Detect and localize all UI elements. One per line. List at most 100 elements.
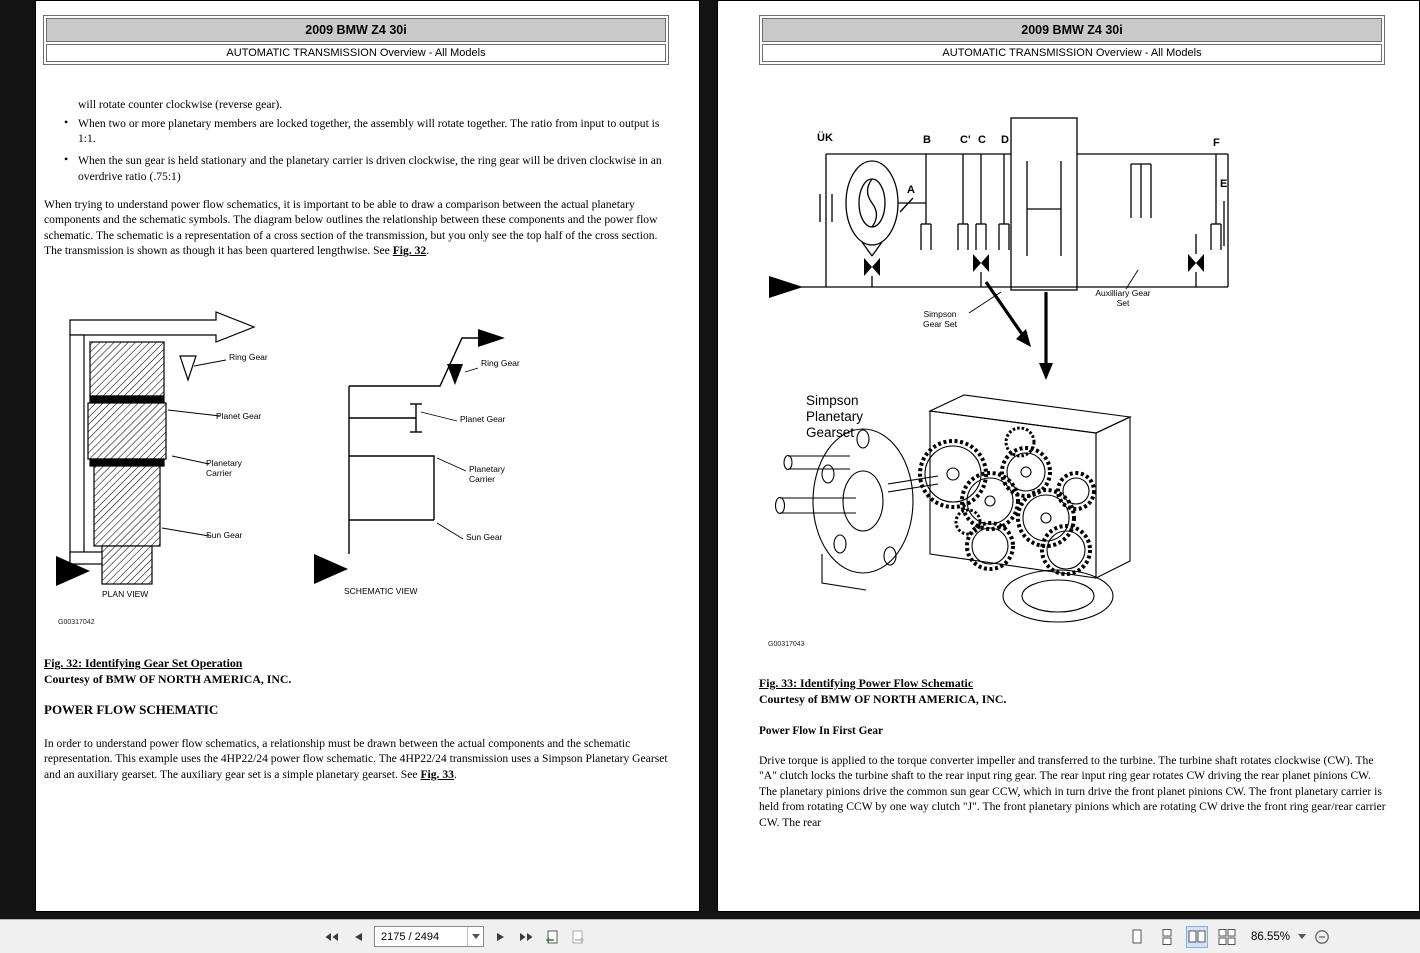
down-caret-icon	[471, 934, 480, 939]
single-page-view-button[interactable]	[1126, 926, 1148, 948]
plan-view-input-arrow	[56, 556, 90, 586]
bullet-list: When two or more planetary members are l…	[64, 115, 670, 191]
schematic-leader-lines	[420, 367, 479, 540]
plan-sun-gear-label: Sun Gear	[206, 530, 243, 540]
fig32-courtesy: Courtesy of BMW OF NORTH AMERICA, INC.	[44, 671, 292, 686]
body-text-continuation: will rotate counter clockwise (reverse g…	[78, 98, 283, 111]
clutch-letter-b: B	[923, 134, 931, 146]
page-header: 2009 BMW Z4 30i AUTOMATIC TRANSMISSION O…	[43, 15, 669, 65]
gears	[918, 426, 1096, 576]
first-page-icon	[325, 932, 338, 941]
two-page-view-icon	[1188, 930, 1206, 942]
next-view-button[interactable]	[568, 927, 588, 947]
two-page-continuous-view-icon	[1218, 928, 1236, 945]
previous-view-icon	[546, 930, 558, 943]
next-view-icon	[572, 930, 584, 943]
two-page-continuous-view-button[interactable]	[1216, 926, 1238, 948]
schematic-ring-gear-label: Ring Gear	[481, 358, 520, 368]
schematic-sun-gear-label: Sun Gear	[466, 532, 503, 542]
clutch-letter-f: F	[1213, 137, 1220, 149]
header-subtitle: AUTOMATIC TRANSMISSION Overview - All Mo…	[762, 44, 1382, 62]
clutch-letter-a: A	[907, 184, 915, 196]
zoom-dropdown-button[interactable]	[1298, 934, 1306, 939]
figure-code: G00317042	[58, 619, 95, 626]
torque-converter	[845, 160, 899, 257]
fig33-courtesy: Courtesy of BMW OF NORTH AMERICA, INC.	[759, 691, 1007, 706]
next-page-icon	[496, 932, 504, 941]
schematic-down-arrow	[447, 364, 463, 385]
continuous-view-button[interactable]	[1156, 926, 1178, 948]
header-title: 2009 BMW Z4 30i	[46, 18, 666, 42]
paragraph-text: .	[453, 767, 457, 781]
clutch-letter-c-prime: C'	[960, 134, 971, 146]
bullet-item: When the sun gear is held stationary and…	[64, 152, 670, 183]
two-page-view-button[interactable]	[1186, 925, 1208, 948]
paragraph-power-flow: In order to understand power flow schema…	[44, 736, 668, 782]
fig-33-link[interactable]: Fig. 33	[420, 767, 454, 781]
zoom-out-icon	[1315, 929, 1329, 944]
simpson-gear-set-label: Simpson Gear Set	[922, 309, 958, 329]
single-page-view-icon	[1132, 929, 1142, 943]
fig33-caption: Fig. 33: Identifying Power Flow Schemati…	[759, 676, 1006, 707]
header-subtitle: AUTOMATIC TRANSMISSION Overview - All Mo…	[46, 44, 666, 62]
clutch-letter-d: D	[1001, 134, 1009, 146]
zoom-dropdown-caret-icon	[1298, 934, 1306, 939]
previous-view-button[interactable]	[542, 927, 562, 947]
previous-page-icon	[354, 932, 362, 941]
schematic-planet-gear-label: Planet Gear	[460, 414, 506, 424]
clutch-letter-c: C	[978, 134, 986, 146]
callout-arrows	[984, 281, 1053, 380]
simpson-planetary-gearset-title: Simpson Planetary Gearset	[806, 393, 864, 440]
zoom-and-view-group: 86.55%	[1126, 920, 1330, 953]
paragraph-first-gear: Drive torque is applied to the torque co…	[759, 754, 1386, 829]
paragraph-schematic-intro: When trying to understand power flow sch…	[44, 197, 668, 259]
bullet-item: When two or more planetary members are l…	[64, 115, 670, 146]
fig-32-link[interactable]: Fig. 32	[392, 244, 427, 258]
schematic-input-arrow	[314, 554, 348, 584]
auxiliary-gear-set-label: Auxilliary Gear Set	[1095, 288, 1151, 308]
schematic-view-drawing	[348, 337, 478, 554]
previous-page-button[interactable]	[348, 927, 368, 947]
document-page-left: 2009 BMW Z4 30i AUTOMATIC TRANSMISSION O…	[35, 0, 700, 912]
schematic-planetary-carrier-label: Planetary Carrier	[469, 464, 505, 484]
next-page-button[interactable]	[490, 927, 510, 947]
document-page-right: 2009 BMW Z4 30i AUTOMATIC TRANSMISSION O…	[717, 0, 1420, 912]
plan-planetary-carrier-label: Planetary Carrier	[206, 458, 242, 478]
clutch-letter-e: E	[1220, 178, 1228, 190]
paragraph-text: When trying to understand power flow sch…	[44, 198, 658, 258]
viewer-toolbar: 2175 / 2494 86.55%	[0, 919, 1420, 953]
header-title: 2009 BMW Z4 30i	[762, 18, 1382, 42]
last-page-icon	[520, 932, 533, 941]
figure-code: G00317043	[768, 641, 805, 648]
page-navigation-group: 2175 / 2494	[322, 920, 588, 953]
fig32-caption-title: Fig. 32: Identifying Gear Set Operation	[44, 656, 243, 670]
clutch-letter-uk: ÜK	[817, 132, 833, 144]
fig33-power-flow-diagram	[769, 117, 1229, 623]
page-number-value[interactable]: 2175 / 2494	[381, 930, 440, 943]
gearset-cutaway-illustration	[774, 394, 1132, 623]
plan-view-drawing	[69, 311, 256, 585]
last-page-button[interactable]	[516, 927, 536, 947]
plan-view-caption: PLAN VIEW	[102, 589, 149, 599]
schematic-view-caption: SCHEMATIC VIEW	[344, 586, 418, 596]
fig33-caption-title: Fig. 33: Identifying Power Flow Schemati…	[759, 676, 974, 690]
schematic-output-arrow	[478, 329, 505, 347]
one-way-clutch-symbols	[864, 254, 1204, 276]
plan-planet-gear-label: Planet Gear	[216, 411, 262, 421]
paragraph-text: In order to understand power flow schema…	[44, 737, 668, 781]
page-number-combobox[interactable]: 2175 / 2494	[374, 926, 484, 947]
page-combo-caret-icon[interactable]	[467, 927, 483, 946]
first-page-button[interactable]	[322, 927, 342, 947]
fig32-gearset-diagram	[56, 311, 505, 586]
input-arrow	[769, 276, 803, 298]
section-heading: POWER FLOW SCHEMATIC	[44, 702, 219, 717]
continuous-view-icon	[1162, 928, 1172, 945]
clutch-plates	[920, 223, 1222, 250]
plan-ring-gear-label: Ring Gear	[229, 352, 268, 362]
page-header: 2009 BMW Z4 30i AUTOMATIC TRANSMISSION O…	[759, 15, 1385, 65]
zoom-out-button[interactable]	[1314, 929, 1330, 945]
plan-view-leader-lines	[161, 359, 227, 537]
sub-heading: Power Flow In First Gear	[759, 725, 884, 737]
paragraph-text: .	[426, 244, 430, 258]
zoom-level-display: 86.55%	[1250, 930, 1290, 943]
